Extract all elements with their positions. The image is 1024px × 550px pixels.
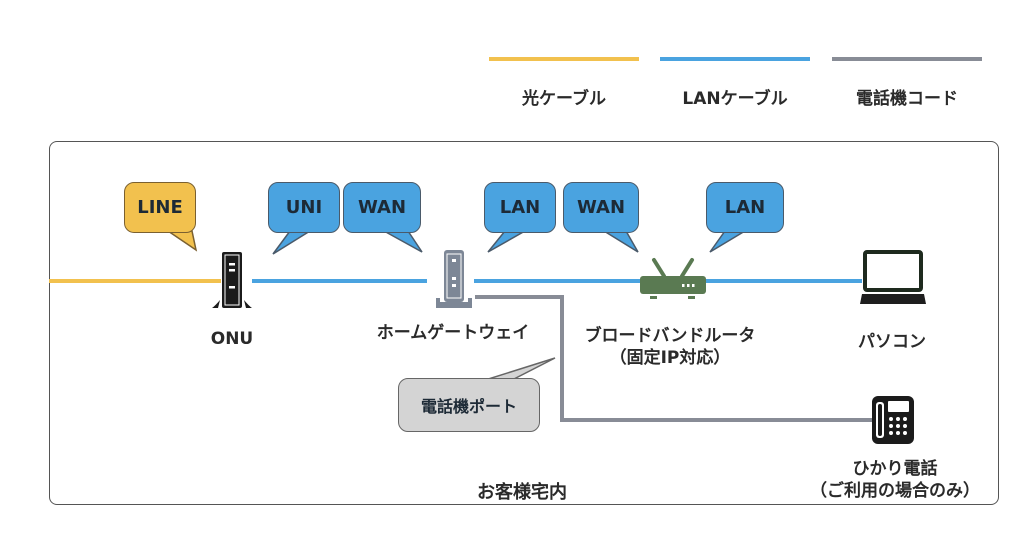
bubble-line: LINE [124,182,196,233]
tail-lan1 [487,230,528,253]
home-gateway-label: ホームゲートウェイ [376,323,530,343]
lan-cable-hgw-router [474,279,642,283]
fiber-cable [49,279,221,283]
tail-lan2 [709,230,748,253]
lan-cable-onu-hgw [252,279,427,283]
tail-line [165,230,198,252]
onu-label: ONU [210,329,254,349]
tail-uni [272,230,313,255]
legend-line-phone [832,57,982,61]
bubble-uni-label: UNI [285,197,323,218]
bubble-uni: UNI [268,182,340,233]
bubble-wan-router: WAN [563,182,639,233]
bubble-line-label: LINE [137,197,183,218]
onu-icon [212,252,252,308]
legend-label-lan: LANケーブル [682,89,788,109]
pc-icon [860,250,926,304]
legend-line-fiber [489,57,639,61]
legend-line-lan [660,57,810,61]
phone-icon [872,396,914,444]
home-gateway-icon [436,250,472,308]
phone-label-line2: （ご利用の場合のみ） [810,481,980,501]
legend-label-phone: 電話機コード [856,89,958,109]
premises-label: お客様宅内 [477,482,567,503]
bubble-lan-hgw-label: LAN [499,197,541,218]
pc-label: パソコン [858,332,926,352]
router-icon [640,258,706,299]
lan-cable-router-pc [704,279,862,283]
bubble-wan-hgw: WAN [343,182,421,233]
bubble-lan-router-label: LAN [724,197,766,218]
phone-label-line1: ひかり電話 [852,459,938,479]
bubble-wan-hgw-label: WAN [357,197,407,218]
tail-wan1 [383,230,423,253]
legend-label-fiber: 光ケーブル [522,89,606,109]
premises-frame [49,141,999,505]
router-label-line2: （固定IP対応） [609,348,731,368]
bubble-phone-port: 電話機ポート [398,378,540,432]
tail-wan2 [601,230,639,253]
bubble-lan-hgw: LAN [484,182,556,233]
bubble-lan-router: LAN [706,182,784,233]
bubble-phone-port-label: 電話機ポート [420,397,517,416]
router-label-line1: ブロードバンドルータ [584,326,756,346]
bubble-wan-router-label: WAN [576,197,626,218]
